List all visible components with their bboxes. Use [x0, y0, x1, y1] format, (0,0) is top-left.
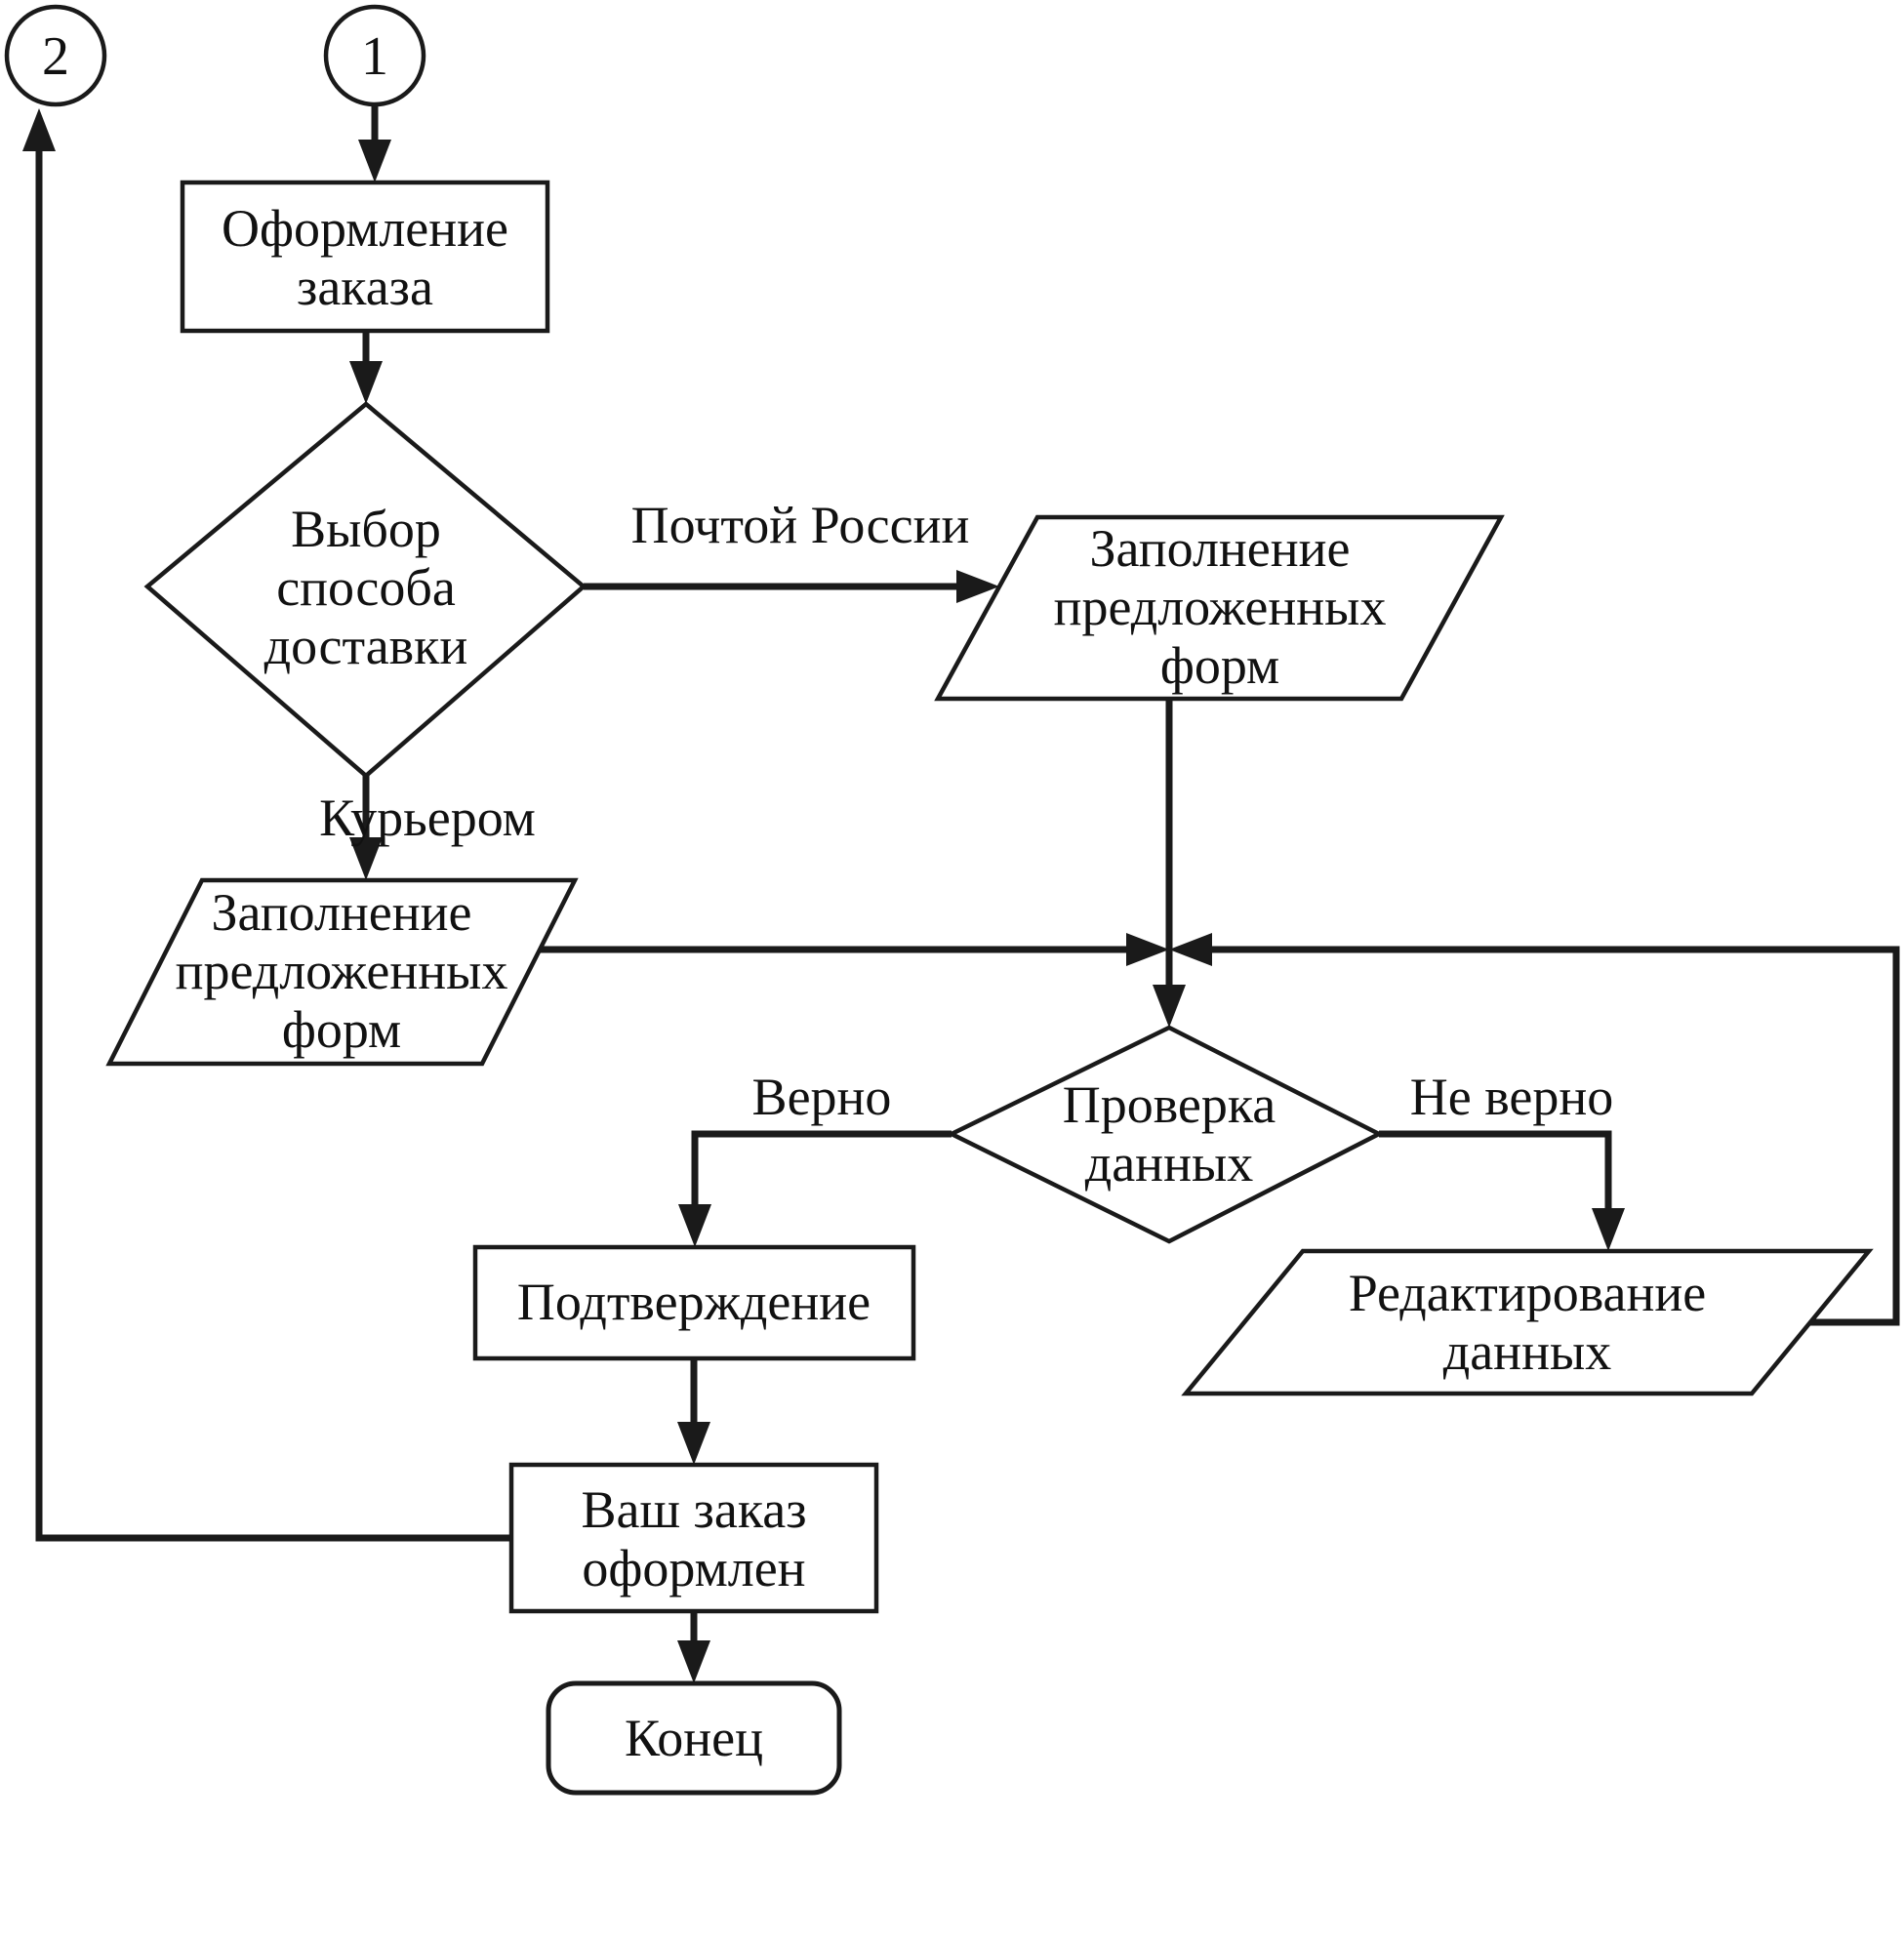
edge-editing-feedback [1210, 946, 1900, 1326]
arrowhead-start-to-order [358, 140, 391, 182]
arrowhead-confirmation-to-completed [677, 1422, 710, 1465]
end-terminator-line1: Конец [625, 1709, 763, 1767]
data-check-line1: Проверка [1063, 1075, 1276, 1134]
fill-forms-post-line2: предложенных [1054, 578, 1387, 636]
page-connector-1-label: 1 [361, 26, 388, 87]
node-delivery-method-choice: Выбор способа доставки [143, 401, 587, 779]
node-fill-forms-courier: Заполнение предложенных форм [105, 877, 579, 1067]
page-connector-2-circle [4, 4, 107, 107]
data-editing-line1: Редактирование [1349, 1264, 1707, 1322]
page-connector-1-circle [323, 4, 426, 107]
data-check-line2: данных [1085, 1134, 1254, 1193]
order-completed-box [508, 1462, 879, 1614]
order-registration-line2: заказа [297, 258, 433, 316]
node-order-registration: Оформление заказа [180, 180, 550, 334]
arrowhead-choice-to-courier-form [349, 837, 383, 880]
arrowhead-check-invalid [1592, 1208, 1625, 1251]
flowchart-nodes: 2 1 Оформление заказа Выбор способа дост… [4, 4, 1874, 1796]
data-editing-parallelogram [1181, 1248, 1874, 1396]
delivery-method-choice-diamond [143, 401, 587, 779]
edge-check-valid [691, 1130, 952, 1206]
fill-forms-post-line3: форм [1160, 636, 1279, 695]
flowchart-edges [22, 104, 1900, 1683]
arrowhead-courier-form-to-junction [1126, 933, 1169, 966]
end-terminator-box [546, 1680, 842, 1796]
edge-label-invalid: Не верно [1410, 1068, 1614, 1126]
delivery-choice-line3: доставки [264, 617, 468, 675]
edge-check-invalid [1379, 1130, 1612, 1210]
data-editing-line2: данных [1443, 1322, 1612, 1381]
arrowhead-check-valid [678, 1204, 711, 1247]
order-completed-line1: Ваш заказ [581, 1480, 806, 1539]
arrowhead-into-check [1153, 985, 1186, 1028]
order-completed-line2: оформлен [582, 1539, 805, 1597]
node-order-completed: Ваш заказ оформлен [508, 1462, 879, 1614]
fill-forms-post-line1: Заполнение [1089, 519, 1350, 578]
fill-forms-courier-line1: Заполнение [211, 883, 471, 942]
order-registration-line1: Оформление [222, 199, 508, 258]
node-data-check: Проверка данных [946, 1025, 1384, 1244]
fill-forms-courier-line3: форм [282, 1000, 401, 1059]
arrowhead-choice-to-post-form [956, 570, 999, 603]
data-check-diamond [946, 1025, 1384, 1244]
edge-completed-to-connector2 [35, 149, 511, 1542]
order-registration-box [180, 180, 550, 334]
confirmation-box [472, 1244, 916, 1361]
edge-label-valid: Верно [752, 1068, 892, 1126]
edge-label-by-post: Почтой России [631, 496, 970, 554]
arrowhead-editing-feedback [1169, 933, 1212, 966]
flowchart-edge-labels: Почтой России Курьером Верно Не верно [319, 496, 1613, 1126]
node-end-terminator: Конец [546, 1680, 842, 1796]
arrowhead-completed-to-end [677, 1640, 710, 1683]
node-data-editing: Редактирование данных [1181, 1248, 1874, 1396]
arrowhead-order-to-choice [349, 361, 383, 404]
fill-forms-courier-line2: предложенных [176, 942, 508, 1000]
node-page-connector-1: 1 [323, 4, 426, 107]
confirmation-line1: Подтверждение [517, 1273, 871, 1331]
node-fill-forms-post: Заполнение предложенных форм [934, 514, 1505, 702]
node-page-connector-2: 2 [4, 4, 107, 107]
delivery-choice-line2: способа [276, 558, 456, 617]
fill-forms-courier-parallelogram [105, 877, 579, 1067]
edge-label-by-courier: Курьером [319, 789, 536, 847]
node-confirmation: Подтверждение [472, 1244, 916, 1361]
fill-forms-post-parallelogram [934, 514, 1505, 702]
page-connector-2-label: 2 [42, 26, 69, 87]
delivery-choice-line1: Выбор [291, 500, 441, 558]
arrowhead-completed-to-connector2 [22, 108, 56, 151]
